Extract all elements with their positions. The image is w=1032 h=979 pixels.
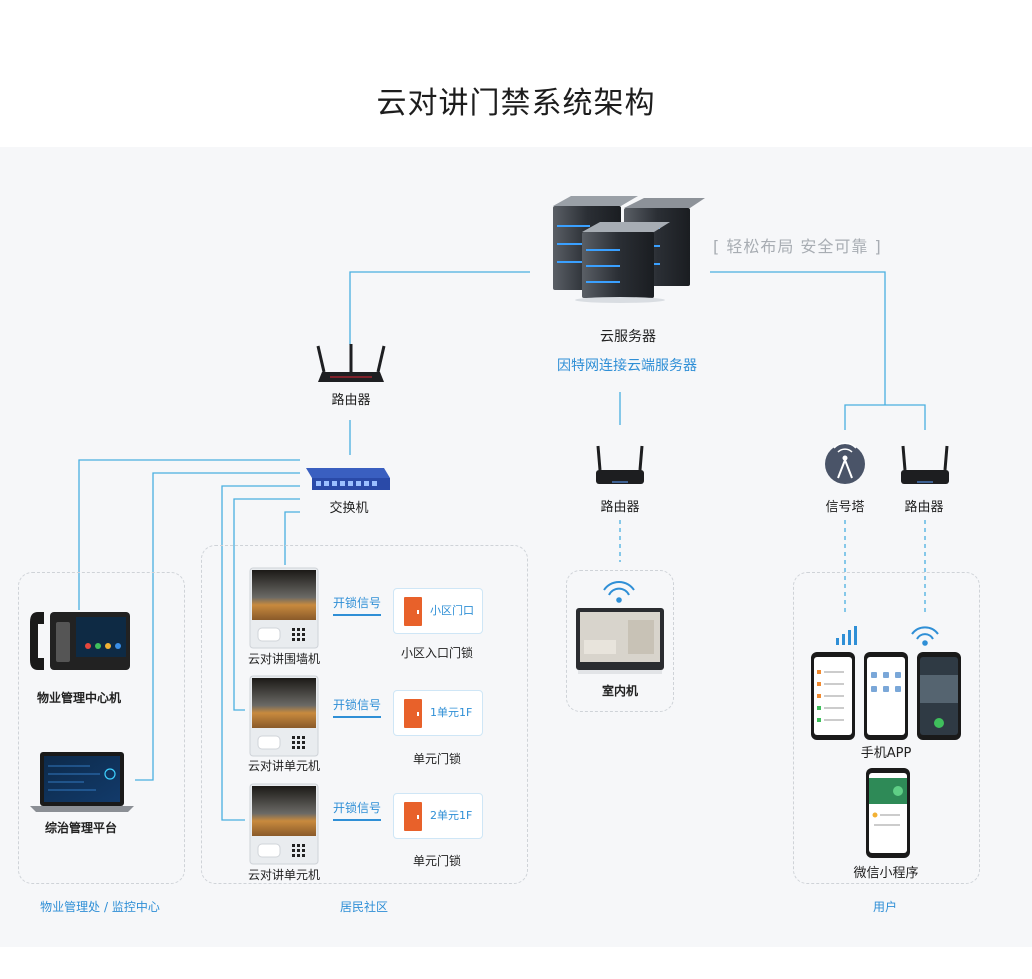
unlock-signal-1: 开锁信号 (333, 596, 382, 610)
lock-2-label: 单元门锁 (412, 752, 462, 766)
lock-3-label: 单元门锁 (412, 854, 462, 868)
cloud-server-desc: 因特网连接云端服务器 (557, 358, 697, 374)
intercom-icon (249, 675, 319, 757)
mgmt-phone-label: 物业管理中心机 (36, 691, 122, 705)
wifi-icon (603, 581, 635, 603)
signal-bars-icon (836, 626, 857, 645)
switch-icon (306, 468, 390, 490)
indoor-label: 室内机 (601, 684, 639, 698)
unit-2-label: 云对讲单元机 (247, 868, 321, 882)
wireless-lines (619, 520, 926, 615)
lock-1-label: 小区入口门锁 (400, 646, 474, 660)
group-label-users: 用户 (872, 900, 898, 914)
door-icon (404, 597, 422, 626)
door-icon (404, 699, 422, 728)
phone-app-label: 手机APP (860, 746, 912, 761)
connection-lines (78, 271, 926, 821)
router-icon (901, 445, 949, 484)
unlock-signal-1-line (333, 614, 381, 616)
unlock-signal-2: 开锁信号 (333, 698, 382, 712)
door-card-3: 2单元1F (393, 793, 483, 839)
community-group-box (201, 545, 528, 884)
router-icon (316, 344, 386, 382)
page-title: 云对讲门禁系统架构 (376, 86, 656, 121)
door-card-3-text: 2单元1F (430, 809, 473, 822)
tower-label: 信号塔 (825, 500, 865, 515)
phone-app-screens (811, 652, 961, 858)
indoor-monitor-icon (576, 608, 664, 674)
door-card-1-text: 小区门口 (430, 604, 474, 617)
unlock-signal-2-line (333, 716, 381, 718)
cloud-server-label: 云服务器 (600, 329, 656, 345)
door-icon (404, 802, 422, 831)
router-mid-label: 路由器 (600, 500, 640, 515)
mgmt-laptop-label: 综治管理平台 (44, 821, 118, 835)
intercom-icon (249, 567, 319, 649)
slogan: [ 轻松布局 安全可靠 ] (713, 237, 882, 256)
wifi-icon (911, 626, 939, 646)
router-right-label: 路由器 (904, 500, 944, 515)
door-card-2: 1单元1F (393, 690, 483, 736)
laptop-icon (30, 752, 134, 812)
unlock-signal-3: 开锁信号 (333, 801, 382, 815)
unit-1-label: 云对讲单元机 (247, 759, 321, 773)
mini-program-label: 微信小程序 (853, 866, 919, 881)
door-card-2-text: 1单元1F (430, 706, 473, 719)
users-group-box (793, 572, 980, 884)
phone-icon (30, 612, 130, 670)
intercom-icon (249, 783, 319, 865)
mgmt-group-box (18, 572, 185, 884)
switch-label: 交换机 (329, 501, 369, 516)
tower-icon (825, 442, 865, 484)
group-label-mgmt: 物业管理处 / 监控中心 (40, 900, 160, 914)
door-card-1: 小区门口 (393, 588, 483, 634)
router-left-label: 路由器 (331, 393, 371, 408)
indoor-group-box (566, 570, 674, 712)
server-icon (553, 196, 705, 303)
router-icon (596, 445, 644, 484)
group-label-community: 居民社区 (339, 900, 389, 914)
unlock-signal-3-line (333, 819, 381, 821)
wall-unit-label: 云对讲围墙机 (247, 652, 321, 666)
